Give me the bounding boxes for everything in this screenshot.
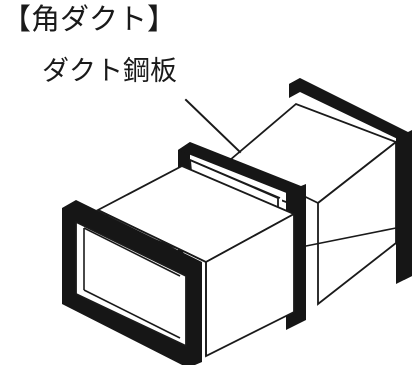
front-flange (62, 200, 202, 365)
rear-flange (289, 78, 412, 284)
diagram-title: 【角ダクト】 (2, 2, 177, 36)
front-duct-body (95, 165, 297, 358)
callout-leader-line (184, 98, 242, 154)
duct-steel-plate-label: ダクト鋼板 (42, 56, 177, 87)
